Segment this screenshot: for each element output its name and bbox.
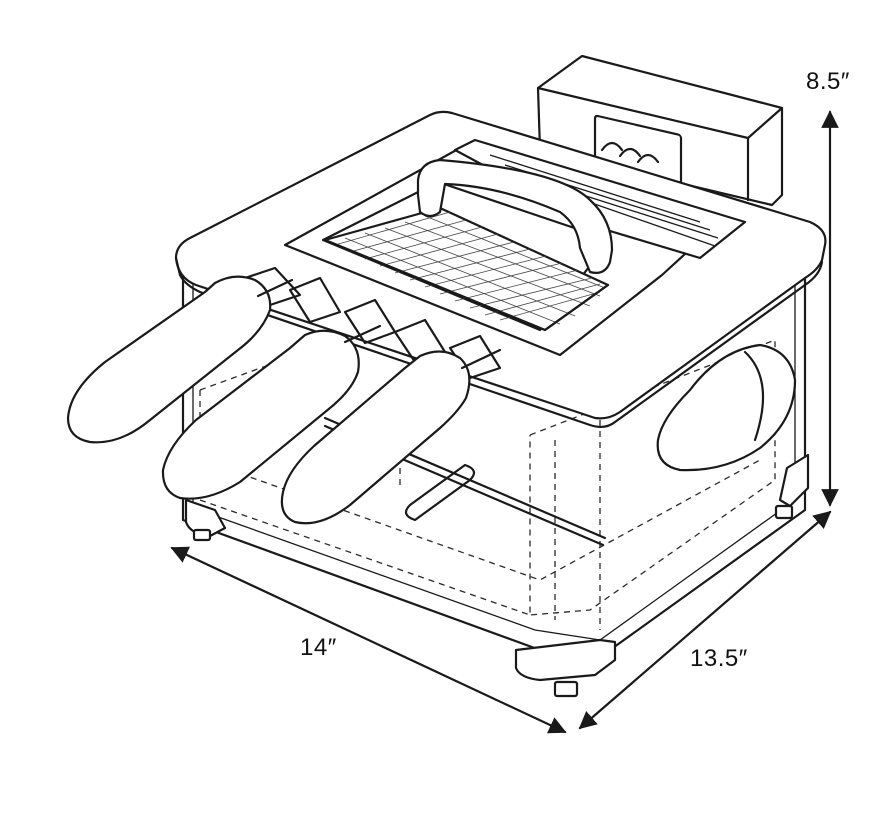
side-handle bbox=[656, 343, 797, 472]
basket-handle-middle bbox=[161, 324, 382, 500]
height-dimension-label: 8.5″ bbox=[806, 68, 850, 95]
top-handle bbox=[416, 158, 614, 274]
basket-handle-left bbox=[66, 275, 294, 444]
width-dimension-label: 14″ bbox=[300, 634, 337, 661]
dimension-arrows bbox=[170, 110, 839, 734]
basket-handle-right bbox=[280, 348, 502, 525]
depth-dimension-label: 13.5″ bbox=[690, 645, 748, 672]
wire-mesh-basket-icon bbox=[323, 206, 610, 332]
